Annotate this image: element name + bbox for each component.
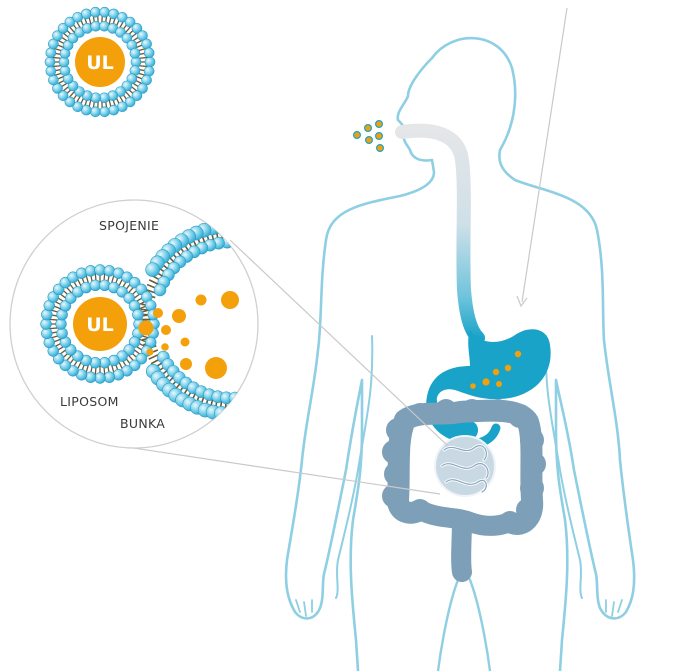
fingers-right bbox=[606, 600, 622, 616]
label-bunka: BUNKA bbox=[120, 416, 165, 431]
ingested-particles bbox=[354, 121, 384, 152]
label-liposom: LIPOSOM bbox=[60, 394, 119, 409]
body-outline-left bbox=[286, 58, 434, 671]
fingers-left bbox=[296, 600, 312, 616]
inner-arm-left bbox=[336, 336, 372, 598]
esophagus bbox=[402, 131, 478, 338]
label-spojenie: SPOJENIE bbox=[99, 218, 159, 233]
liposome-core-label: UL bbox=[86, 52, 114, 74]
leg-gap bbox=[438, 574, 490, 671]
inner-arm-right bbox=[546, 336, 582, 598]
zoom-core-label: UL bbox=[86, 314, 114, 336]
